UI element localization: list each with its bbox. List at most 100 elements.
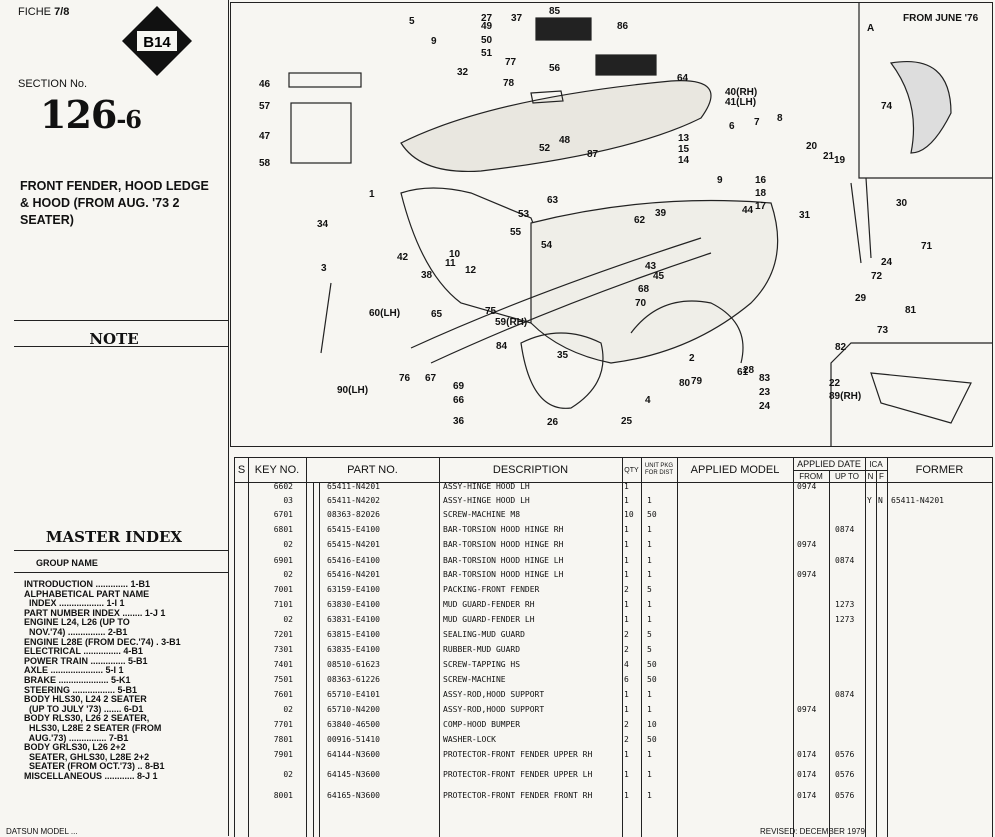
callout-number: 68 (638, 284, 650, 295)
index-entry: INTRODUCTION ............. 1-B1 (24, 579, 151, 589)
mud-guard (520, 332, 604, 409)
callout-number: 10 (449, 249, 461, 260)
qty-cell: 1 (624, 615, 629, 624)
description-cell: SCREW-MACHINE M8 (443, 510, 521, 519)
key-no-cell: 02 (283, 540, 293, 549)
header-unit-pkg: UNIT PKG FOR DIST (641, 458, 678, 482)
callout-number: 37 (511, 13, 523, 24)
header-former: FORMER (915, 464, 964, 476)
callout-number: 9 (717, 175, 723, 186)
header-n: N (865, 470, 877, 482)
description-cell: COMP-HOOD BUMPER (443, 720, 521, 729)
qty-cell: 1 (624, 705, 629, 714)
divider (14, 346, 228, 347)
part-no-cell: 63815-E4100 (327, 630, 380, 639)
callout-number: 90(LH) (337, 385, 369, 396)
qty-cell: 1 (624, 556, 629, 565)
qty-cell: 2 (624, 585, 629, 594)
callout-number: 59(RH) (495, 317, 528, 328)
callout-number: 3 (321, 263, 327, 274)
inset-label: FROM JUNE '76 (903, 13, 979, 24)
part-no-cell: 63159-E4100 (327, 585, 380, 594)
callout-number: 31 (799, 210, 811, 221)
callout-number: 83 (759, 373, 771, 384)
callout-number: 47 (259, 131, 271, 142)
up-to-date-cell: 0576 (835, 750, 855, 759)
header-up-to: UP TO (829, 470, 866, 482)
torsion-bar (410, 237, 702, 349)
callout-number: 53 (518, 209, 530, 220)
callout-number: 17 (755, 201, 767, 212)
callout-number: 24 (759, 401, 771, 412)
index-entry: ALPHABETICAL PART NAME (24, 588, 150, 599)
part-no-cell: 08363-82026 (327, 510, 380, 519)
up-to-date-cell: 0874 (835, 556, 855, 565)
from-date-cell: 0974 (797, 482, 817, 491)
callout-number: 15 (678, 144, 690, 155)
description-cell: ASSY-HINGE HOOD LH (443, 496, 530, 505)
fiche-value: 7/8 (54, 6, 70, 18)
callout-number: 18 (755, 188, 767, 199)
part-no-cell: 63830-E4100 (327, 600, 380, 609)
callout-number: 58 (259, 158, 271, 169)
badge-text: B14 (143, 34, 171, 51)
description-cell: ASSY-ROD,HOOD SUPPORT (443, 690, 545, 699)
section-number: 126-6 (40, 92, 142, 137)
qty-cell: 10 (624, 510, 634, 519)
description-cell: MUD GUARD-FENDER RH (443, 600, 535, 609)
callout-number: 74 (881, 101, 893, 112)
index-entry: STEERING ................. 5-B1 (24, 684, 138, 695)
key-no-cell: 7701 (273, 720, 293, 729)
header-description: DESCRIPTION (439, 458, 623, 482)
callout-number: 64 (677, 73, 689, 84)
part-no-cell: 65416-N4201 (327, 570, 380, 579)
qty-cell: 1 (624, 750, 629, 759)
part-no-cell: 65416-E4100 (327, 556, 380, 565)
divider (14, 572, 228, 573)
callout-number: 40(RH) (725, 87, 758, 98)
qty-cell: 1 (624, 482, 629, 491)
unit-pkg-cell: 1 (647, 540, 652, 549)
description-cell: PROTECTOR-FRONT FENDER FRONT RH (443, 791, 593, 800)
unit-pkg-cell: 5 (647, 585, 652, 594)
callout-number: 19 (834, 155, 846, 166)
qty-cell: 1 (624, 690, 629, 699)
up-to-date-cell: 0576 (835, 791, 855, 800)
key-no-cell: 02 (283, 770, 293, 779)
part-no-cell: 63840-46500 (327, 720, 380, 729)
description-cell: BAR-TORSION HOOD HINGE LH (443, 570, 564, 579)
index-entry: INDEX .................. 1-I 1 (24, 598, 125, 609)
hood-vent (530, 90, 564, 104)
inset-tag: A (867, 23, 875, 34)
callout-number: 67 (425, 373, 437, 384)
index-entry: BODY RLS30, L26 2 SEATER, (24, 713, 150, 724)
callout-number: 46 (259, 79, 271, 90)
ica-f-cell: N (878, 496, 883, 505)
wheel-arch (630, 300, 744, 364)
callout-number: 80 (679, 378, 691, 389)
callout-number: 63 (547, 195, 559, 206)
callout-number: 78 (503, 78, 515, 89)
key-no-cell: 7401 (273, 660, 293, 669)
callout-number: 7 (754, 117, 760, 128)
unit-pkg-cell: 1 (647, 615, 652, 624)
up-to-date-cell: 1273 (835, 615, 855, 624)
index-entry: POWER TRAIN .............. 5-B1 (24, 655, 148, 666)
qty-cell: 1 (624, 791, 629, 800)
key-no-cell: 02 (283, 705, 293, 714)
description-cell: SEALING-MUD GUARD (443, 630, 525, 639)
key-no-cell: 7601 (273, 690, 293, 699)
description-cell: SCREW-MACHINE (443, 675, 506, 684)
description-cell: MUD GUARD-FENDER LH (443, 615, 535, 624)
callout-number: 72 (871, 271, 883, 282)
index-entry: PART NUMBER INDEX ........ 1-J 1 (24, 607, 166, 618)
callout-number: 61 (737, 367, 749, 378)
callout-number: 34 (317, 219, 329, 230)
callout-number: 1 (369, 189, 375, 200)
index-entry: BRAKE .................... 5-K1 (24, 674, 131, 685)
callout-number: 14 (678, 155, 690, 166)
footer-right: REVISED: DECEMBER 1979 (760, 827, 865, 836)
from-date-cell: 0974 (797, 705, 817, 714)
key-no-cell: 7001 (273, 585, 293, 594)
